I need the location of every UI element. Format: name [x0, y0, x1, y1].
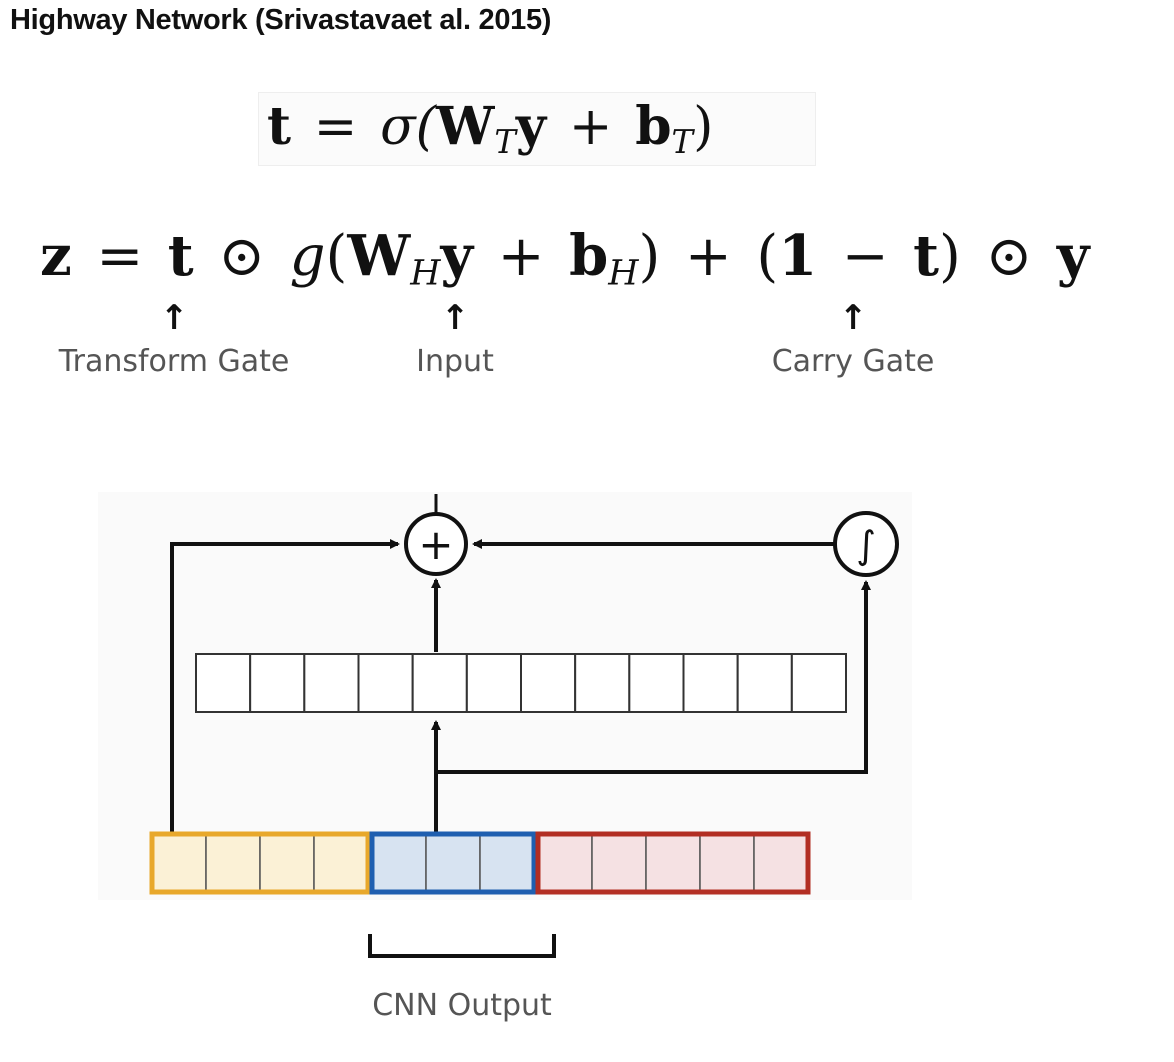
input-group-3	[535, 831, 811, 895]
transform-gate-arrow-icon: ↑	[159, 298, 189, 338]
out-b-subscript: H	[608, 253, 639, 294]
page-title: Highway Network (Srivastavaet al. 2015)	[10, 4, 552, 36]
hidden-cell	[465, 653, 523, 713]
input-cell	[425, 833, 481, 893]
out-one: 1	[778, 223, 818, 289]
hidden-cell	[411, 653, 468, 713]
input-cell	[645, 833, 701, 893]
out-equals: =	[96, 224, 144, 289]
out-t1: t	[167, 223, 194, 289]
out-y2: y	[1056, 223, 1090, 289]
input-to-sigmoid-arrow	[436, 580, 871, 774]
input-cell	[205, 833, 261, 893]
input-group-2	[369, 831, 537, 895]
hidden-cell	[682, 653, 739, 713]
hidden-cell	[736, 653, 793, 713]
gate-close-paren: )	[693, 97, 714, 157]
out-close2: )	[939, 224, 961, 289]
input-cell	[313, 833, 369, 893]
out-W: W	[347, 223, 411, 289]
hidden-cell	[303, 653, 360, 713]
input-cell	[537, 833, 593, 893]
plus-icon: +	[418, 520, 453, 569]
gate-y: y	[515, 96, 547, 157]
hidden-cell	[790, 653, 847, 713]
carry-gate-label: Carry Gate	[771, 344, 935, 379]
hidden-cell	[628, 653, 685, 713]
out-minus: −	[841, 224, 889, 289]
hidden-layer	[195, 653, 847, 713]
cnn-output-layer	[149, 831, 811, 895]
cnn-output-bracket	[368, 934, 556, 958]
odot-1: ⊙	[218, 224, 266, 289]
carry-gate-arrow-icon: ↑	[838, 298, 868, 338]
gate-b-subscript: T	[671, 123, 694, 162]
input-cell	[591, 833, 647, 893]
input-cell	[753, 833, 809, 893]
input-arrow-icon: ↑	[440, 298, 470, 338]
out-open2: (	[756, 224, 779, 289]
input-label: Input	[416, 344, 494, 379]
out-t2: t	[913, 223, 940, 289]
transform-skip-arrow	[170, 539, 400, 834]
out-b: b	[569, 223, 609, 289]
sigma-symbol: σ(	[380, 97, 436, 157]
gate-W-subscript: T	[494, 123, 516, 162]
odot-2: ⊙	[985, 224, 1033, 289]
input-cell	[151, 833, 207, 893]
hidden-cell	[574, 653, 631, 713]
input-cell	[479, 833, 535, 893]
gate-plus: +	[568, 97, 613, 157]
hidden-cell	[195, 653, 252, 713]
input-group-1	[149, 831, 371, 895]
gate-equals: =	[313, 97, 358, 157]
output-equation: z = t ⊙ g(WHy + bH) + (1 − t) ⊙ y	[40, 218, 1089, 312]
sigmoid-icon: ∫	[856, 523, 876, 567]
gate-W: W	[435, 96, 495, 157]
gate-equation: t = σ(WTy + bT)	[258, 92, 816, 166]
gate-b: b	[635, 96, 672, 157]
input-cell	[371, 833, 427, 893]
out-g: g	[289, 224, 326, 289]
transform-gate-label: Transform Gate	[58, 344, 290, 379]
out-z: z	[40, 223, 72, 289]
hidden-cell	[357, 653, 414, 713]
hidden-cell	[249, 653, 306, 713]
out-open: (	[325, 224, 348, 289]
out-close1: )	[638, 224, 661, 289]
out-plus2: +	[684, 224, 732, 289]
input-cell	[259, 833, 315, 893]
hidden-cell	[520, 653, 577, 713]
gate-t: t	[267, 96, 292, 157]
input-cell	[699, 833, 755, 893]
cnn-output-label: CNN Output	[372, 988, 552, 1023]
sigmoid-node	[833, 511, 899, 577]
out-W-subscript: H	[410, 253, 441, 294]
plus-node	[404, 512, 468, 576]
out-y1: y	[440, 223, 474, 289]
out-plus1: +	[497, 224, 545, 289]
